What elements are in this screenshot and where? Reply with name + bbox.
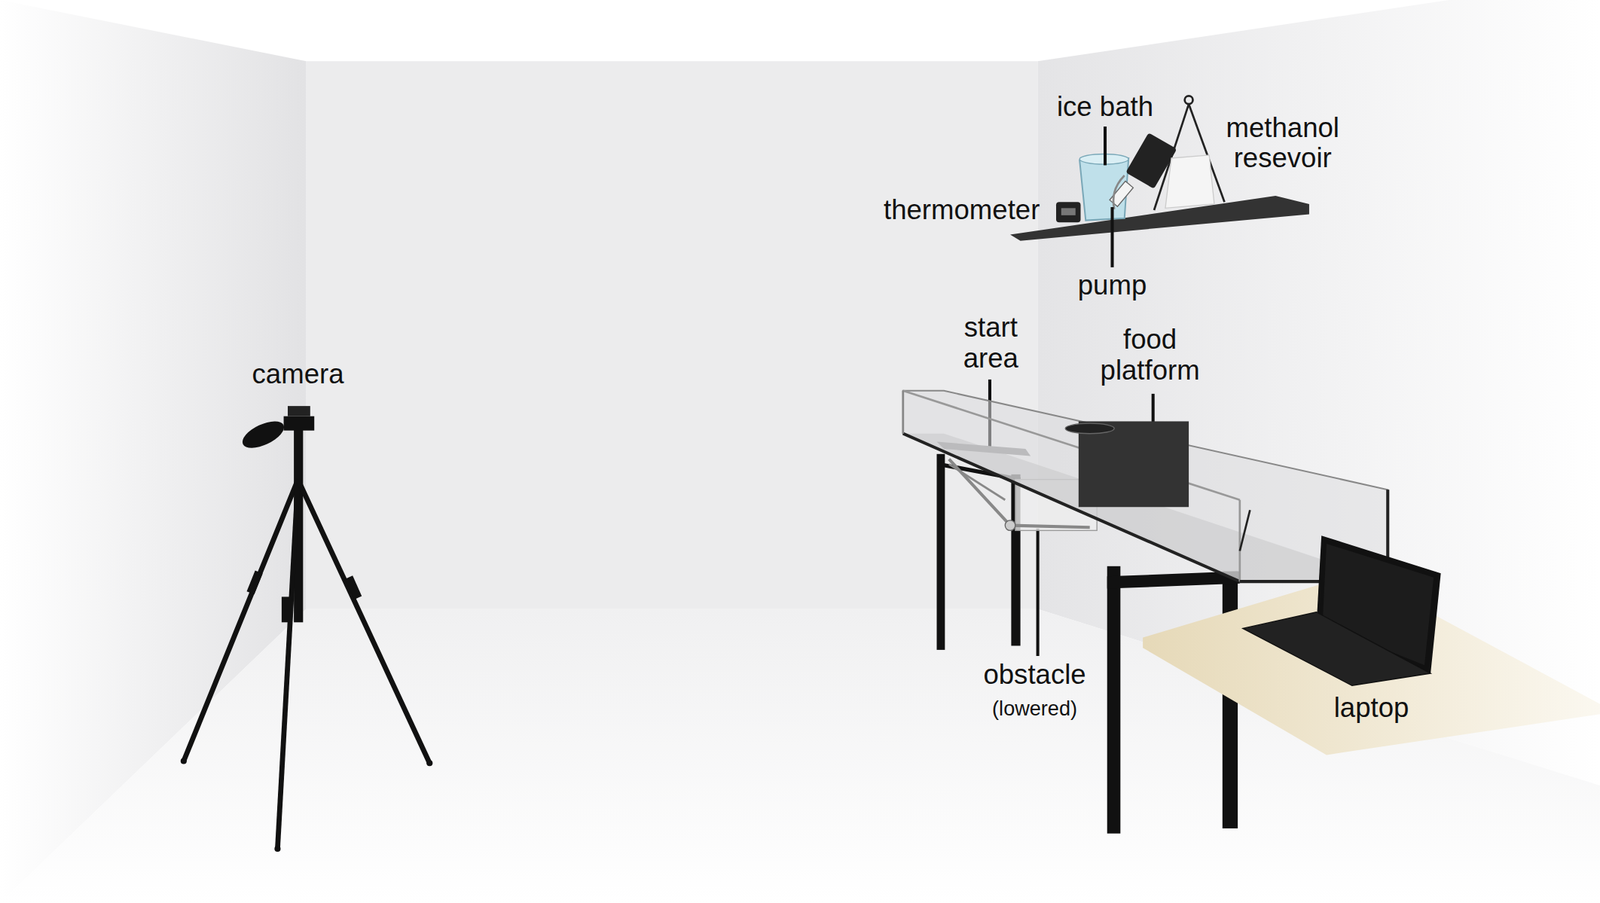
part-label: (lowered): [992, 696, 1078, 721]
part-label: obstacle: [983, 659, 1086, 691]
part-label: start area: [949, 312, 1032, 374]
part-label: thermometer: [883, 195, 1040, 226]
part-label: camera: [252, 359, 345, 391]
part-label: laptop: [1334, 693, 1410, 724]
part-label: food platform: [1083, 324, 1217, 386]
part-label: pump: [1077, 270, 1147, 302]
part-label: methanol resevoir: [1206, 112, 1359, 174]
part-label: ice bath: [1056, 91, 1154, 123]
